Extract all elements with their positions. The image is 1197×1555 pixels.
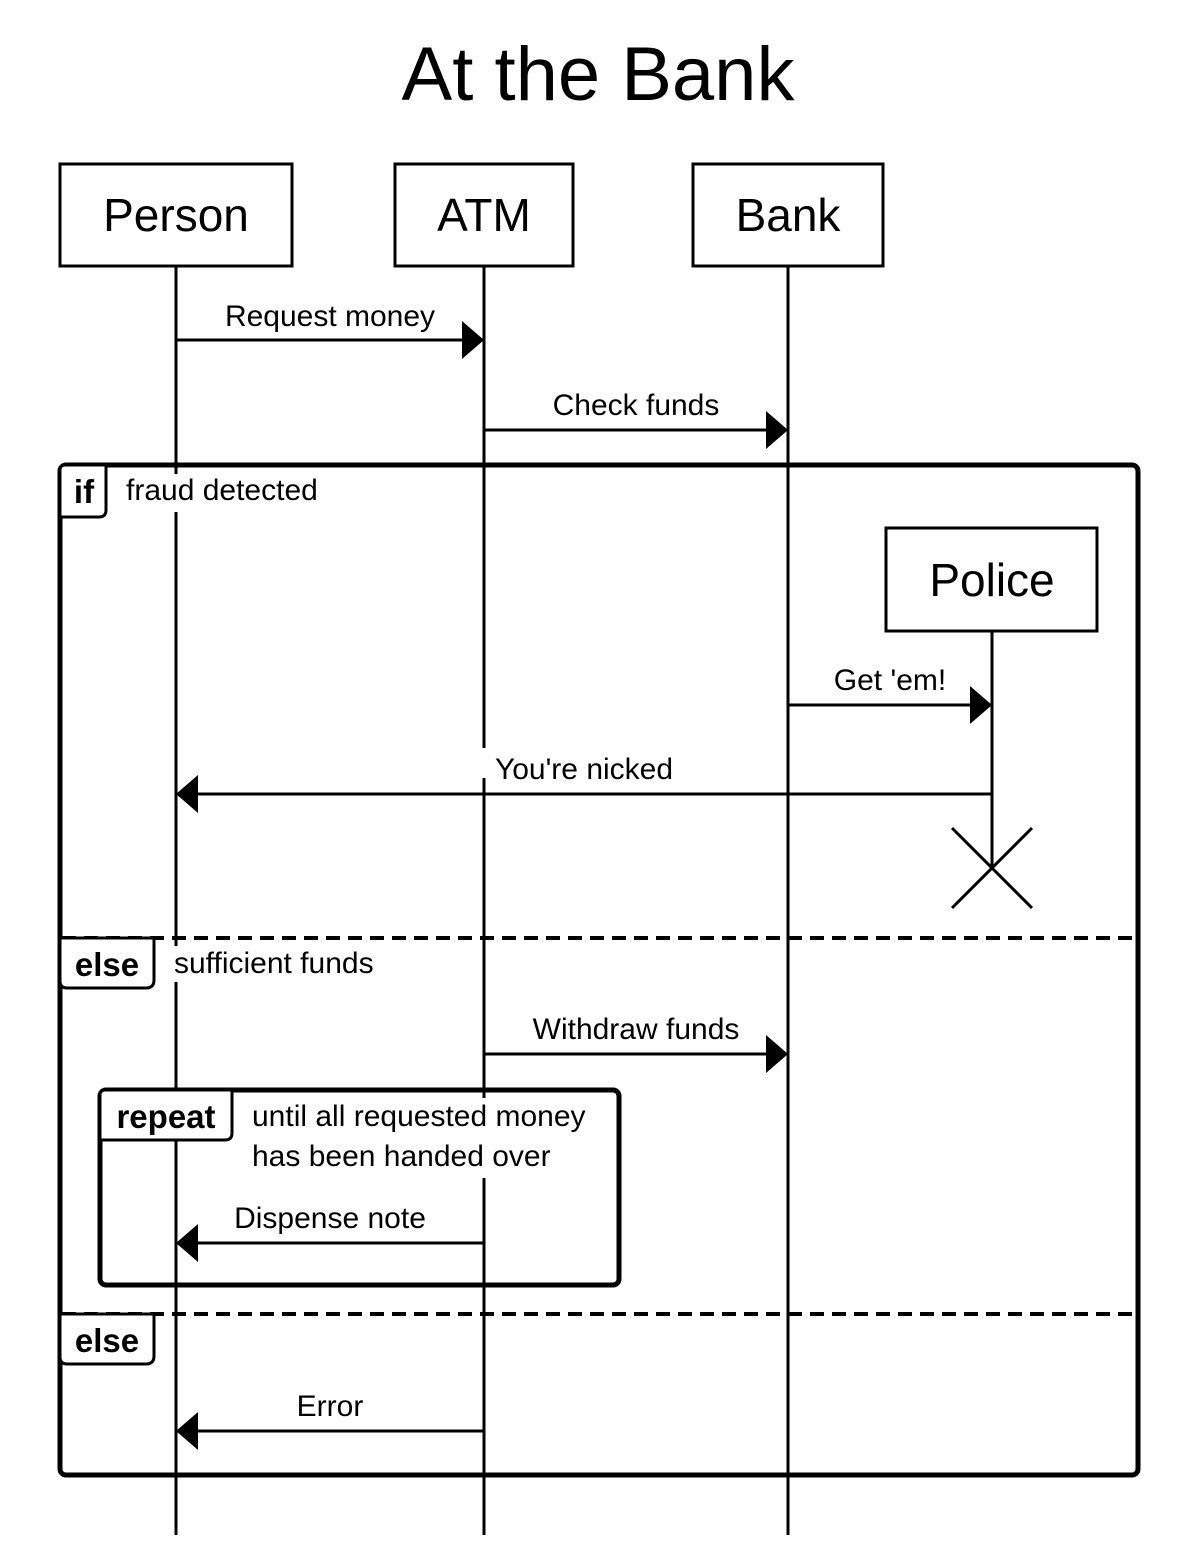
participant-atm-label: ATM bbox=[437, 189, 531, 241]
fragment-if-condition: fraud detected bbox=[126, 474, 318, 507]
message-withdraw-funds: Withdraw funds bbox=[484, 1013, 788, 1073]
arrowhead-icon bbox=[462, 321, 484, 359]
message-withdraw-funds-label: Withdraw funds bbox=[533, 1013, 740, 1046]
fragment-if-header: if fraud detected bbox=[58, 463, 336, 519]
fragment-else-2-tag: else bbox=[75, 1322, 139, 1359]
fragment-else-1-header: else sufficient funds bbox=[58, 936, 394, 990]
repeat-fragment-frame bbox=[97, 1087, 622, 1288]
message-error-label: Error bbox=[297, 1390, 364, 1423]
message-youre-nicked: You're nicked bbox=[176, 748, 992, 813]
arrowhead-icon bbox=[970, 686, 992, 724]
diagram-title: At the Bank bbox=[402, 32, 796, 117]
participant-bank: Bank bbox=[691, 162, 885, 268]
message-request-money-label: Request money bbox=[225, 300, 435, 333]
police-destroy-x-icon bbox=[950, 826, 1034, 910]
participant-bank-label: Bank bbox=[736, 189, 842, 241]
participant-person: Person bbox=[58, 162, 294, 268]
fragment-repeat-tag: repeat bbox=[116, 1098, 215, 1135]
fragment-else-1-tag: else bbox=[75, 946, 139, 983]
arrowhead-icon bbox=[766, 1035, 788, 1073]
message-check-funds: Check funds bbox=[484, 389, 788, 449]
participant-person-label: Person bbox=[103, 189, 249, 241]
fragment-repeat-header: repeat until all requested money has bee… bbox=[98, 1088, 612, 1178]
arrowhead-icon bbox=[176, 775, 198, 813]
fragment-if-tag: if bbox=[74, 473, 95, 510]
arrowhead-icon bbox=[176, 1412, 198, 1450]
message-error: Error bbox=[176, 1390, 484, 1450]
participant-atm: ATM bbox=[393, 162, 575, 268]
arrowhead-icon bbox=[176, 1224, 198, 1262]
message-youre-nicked-label: You're nicked bbox=[495, 753, 673, 786]
participant-police-label: Police bbox=[929, 554, 1054, 606]
fragment-else-2-header: else bbox=[58, 1312, 156, 1366]
fragment-repeat-condition-line1: until all requested money bbox=[252, 1100, 586, 1133]
message-get-em: Get 'em! bbox=[788, 664, 992, 724]
message-get-em-label: Get 'em! bbox=[834, 664, 946, 697]
message-dispense-note-label: Dispense note bbox=[234, 1202, 426, 1235]
fragment-repeat-condition-line2: has been handed over bbox=[252, 1140, 551, 1173]
participant-police: Police bbox=[884, 526, 1099, 633]
fragment-else-1-condition: sufficient funds bbox=[174, 947, 374, 980]
arrowhead-icon bbox=[766, 411, 788, 449]
message-request-money: Request money bbox=[176, 300, 484, 359]
message-dispense-note: Dispense note bbox=[176, 1202, 484, 1262]
message-check-funds-label: Check funds bbox=[553, 389, 720, 422]
